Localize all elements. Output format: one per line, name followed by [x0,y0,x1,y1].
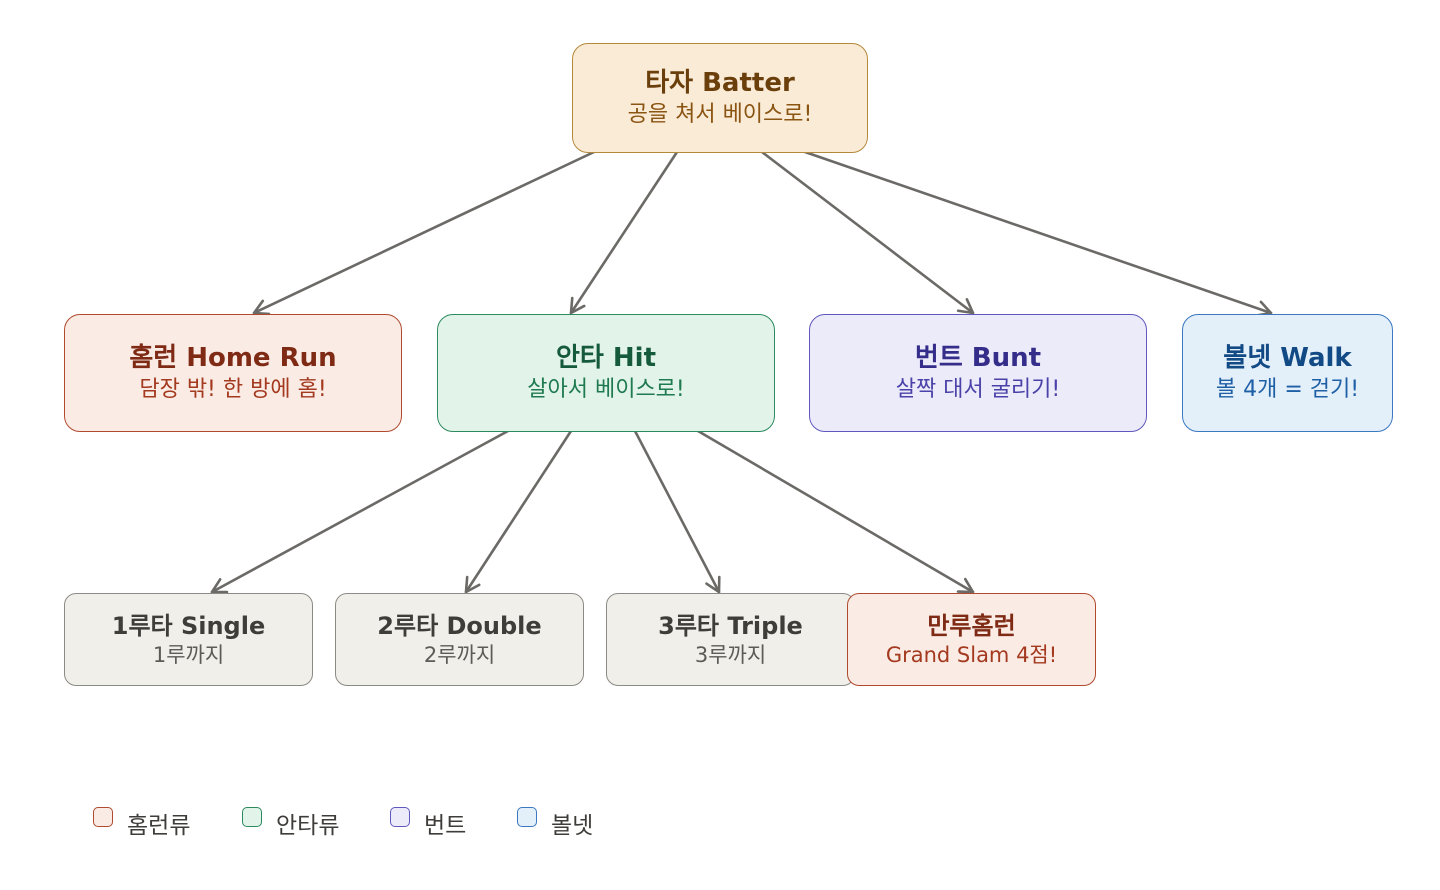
node-grandslam: 만루홈런 Grand Slam 4점! [847,593,1096,686]
legend-item-hit: 안타류 [242,806,339,840]
node-homerun-title: 홈런 Home Run [129,343,337,373]
node-triple-title: 3루타 Triple [658,611,803,640]
node-hit: 안타 Hit 살아서 베이스로! [437,314,775,432]
arrowhead-icon [464,575,481,594]
legend-swatch-bunt [390,807,410,827]
edge-batter-to-walk [803,150,1273,317]
node-bunt-title: 번트 Bunt [914,343,1042,373]
arrowhead-icon [705,575,721,594]
arrowhead-icon [252,299,271,316]
node-bunt: 번트 Bunt 살짝 대서 굴리기! [809,314,1147,432]
legend-label-bunt: 번트 [424,813,467,839]
arrowhead-icon [569,296,586,315]
legend-item-homerun: 홈런류 [93,806,190,840]
legend-label-homerun: 홈런류 [127,813,191,839]
legend-label-walk: 볼넷 [551,813,594,839]
node-triple-subtitle: 3루까지 [694,642,767,667]
node-walk-subtitle: 볼 4개 = 걷기! [1215,377,1360,402]
node-double-title: 2루타 Double [377,611,542,640]
node-hit-subtitle: 살아서 베이스로! [527,377,685,402]
node-walk-title: 볼넷 Walk [1223,343,1352,373]
node-double: 2루타 Double 2루까지 [335,593,584,686]
legend-swatch-hit [242,807,262,827]
edge-hit-to-double [464,429,573,594]
edge-hit-to-triple [633,429,721,594]
legend-swatch-walk [517,807,537,827]
node-single: 1루타 Single 1루까지 [64,593,313,686]
legend-swatch-homerun [93,807,113,827]
node-walk: 볼넷 Walk 볼 4개 = 걷기! [1182,314,1393,432]
legend-item-walk: 볼넷 [517,806,593,840]
node-homerun: 홈런 Home Run 담장 밖! 한 방에 홈! [64,314,402,432]
edge-hit-to-single [210,429,510,594]
node-hit-title: 안타 Hit [556,343,656,373]
node-grandslam-title: 만루홈런 [927,611,1016,640]
node-single-subtitle: 1루까지 [152,642,225,667]
arrowhead-icon [210,578,229,594]
edge-batter-to-bunt [760,150,975,315]
node-batter-title: 타자 Batter [645,68,795,98]
legend-item-bunt: 번트 [390,806,466,840]
edge-hit-to-grandslam [696,429,975,594]
legend-label-hit: 안타류 [276,813,340,839]
node-single-title: 1루타 Single [111,611,266,640]
node-batter-subtitle: 공을 쳐서 베이스로! [627,102,813,127]
edge-batter-to-homerun [252,150,596,316]
node-grandslam-subtitle: Grand Slam 4점! [885,642,1058,667]
arrowhead-icon [956,577,975,594]
node-bunt-subtitle: 살짝 대서 굴리기! [895,377,1061,402]
node-triple: 3루타 Triple 3루까지 [606,593,855,686]
node-homerun-subtitle: 담장 밖! 한 방에 홈! [139,377,327,402]
node-double-subtitle: 2루까지 [423,642,496,667]
edge-batter-to-hit [569,150,679,315]
arrowhead-icon [956,297,975,315]
node-batter: 타자 Batter 공을 쳐서 베이스로! [572,43,868,153]
